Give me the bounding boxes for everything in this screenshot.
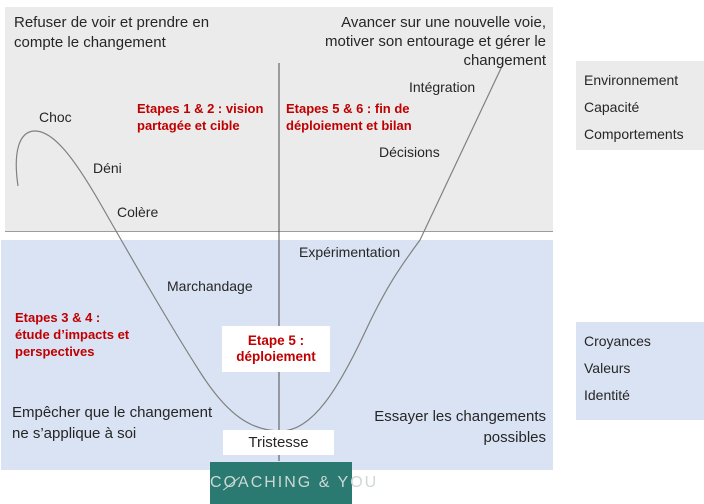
panel-item: Identité: [584, 387, 630, 403]
logo-text-suffix: ACHING & YOU: [238, 474, 379, 491]
stage-note-etapes-5-6: Etapes 5 & 6 : fin de déploiement et bil…: [286, 101, 412, 133]
curve-label-choc: Choc: [39, 109, 72, 125]
curve-label-integration: Intégration: [409, 79, 476, 95]
quadrant-caption-bottom-right: Essayer les changements possibles: [374, 408, 546, 446]
logo-slashed-o-icon: O: [222, 462, 241, 504]
quadrant-caption-top-right: Avancer sur une nouvelle voie, motiver s…: [325, 14, 546, 69]
panel-item: Environnement: [584, 72, 679, 88]
stage-note-etapes-1-2: Etapes 1 & 2 : vision partagée et cible: [137, 101, 264, 133]
curve-label-decisions: Décisions: [379, 144, 440, 160]
stage-note-etape-5-box: Etape 5 : déploiement: [222, 326, 330, 372]
environment-panel: Environnement Capacité Comportements: [576, 61, 704, 150]
panel-item: Capacité: [584, 99, 640, 115]
curve-label-deni: Déni: [93, 160, 122, 176]
stage-note-etapes-3-4: Etapes 3 & 4 : étude d’impacts et perspe…: [15, 310, 130, 359]
curve-label-tristesse-box: Tristesse: [223, 430, 334, 455]
panel-item: Croyances: [584, 333, 651, 349]
identity-panel: Croyances Valeurs Identité: [576, 322, 704, 420]
logo-text-prefix: C: [210, 474, 224, 491]
quadrant-caption-bottom-left: Empêcher que le changement ne s’applique…: [12, 404, 213, 442]
curve-label-experimentation: Expérimentation: [299, 244, 401, 260]
panel-item: Comportements: [584, 126, 684, 142]
quadrant-caption-top-left: Refuser de voir et prendre en compte le …: [14, 14, 210, 51]
curve-label-marchandage: Marchandage: [167, 278, 253, 294]
panel-item: Valeurs: [584, 360, 631, 376]
curve-label-colere: Colère: [117, 204, 159, 220]
